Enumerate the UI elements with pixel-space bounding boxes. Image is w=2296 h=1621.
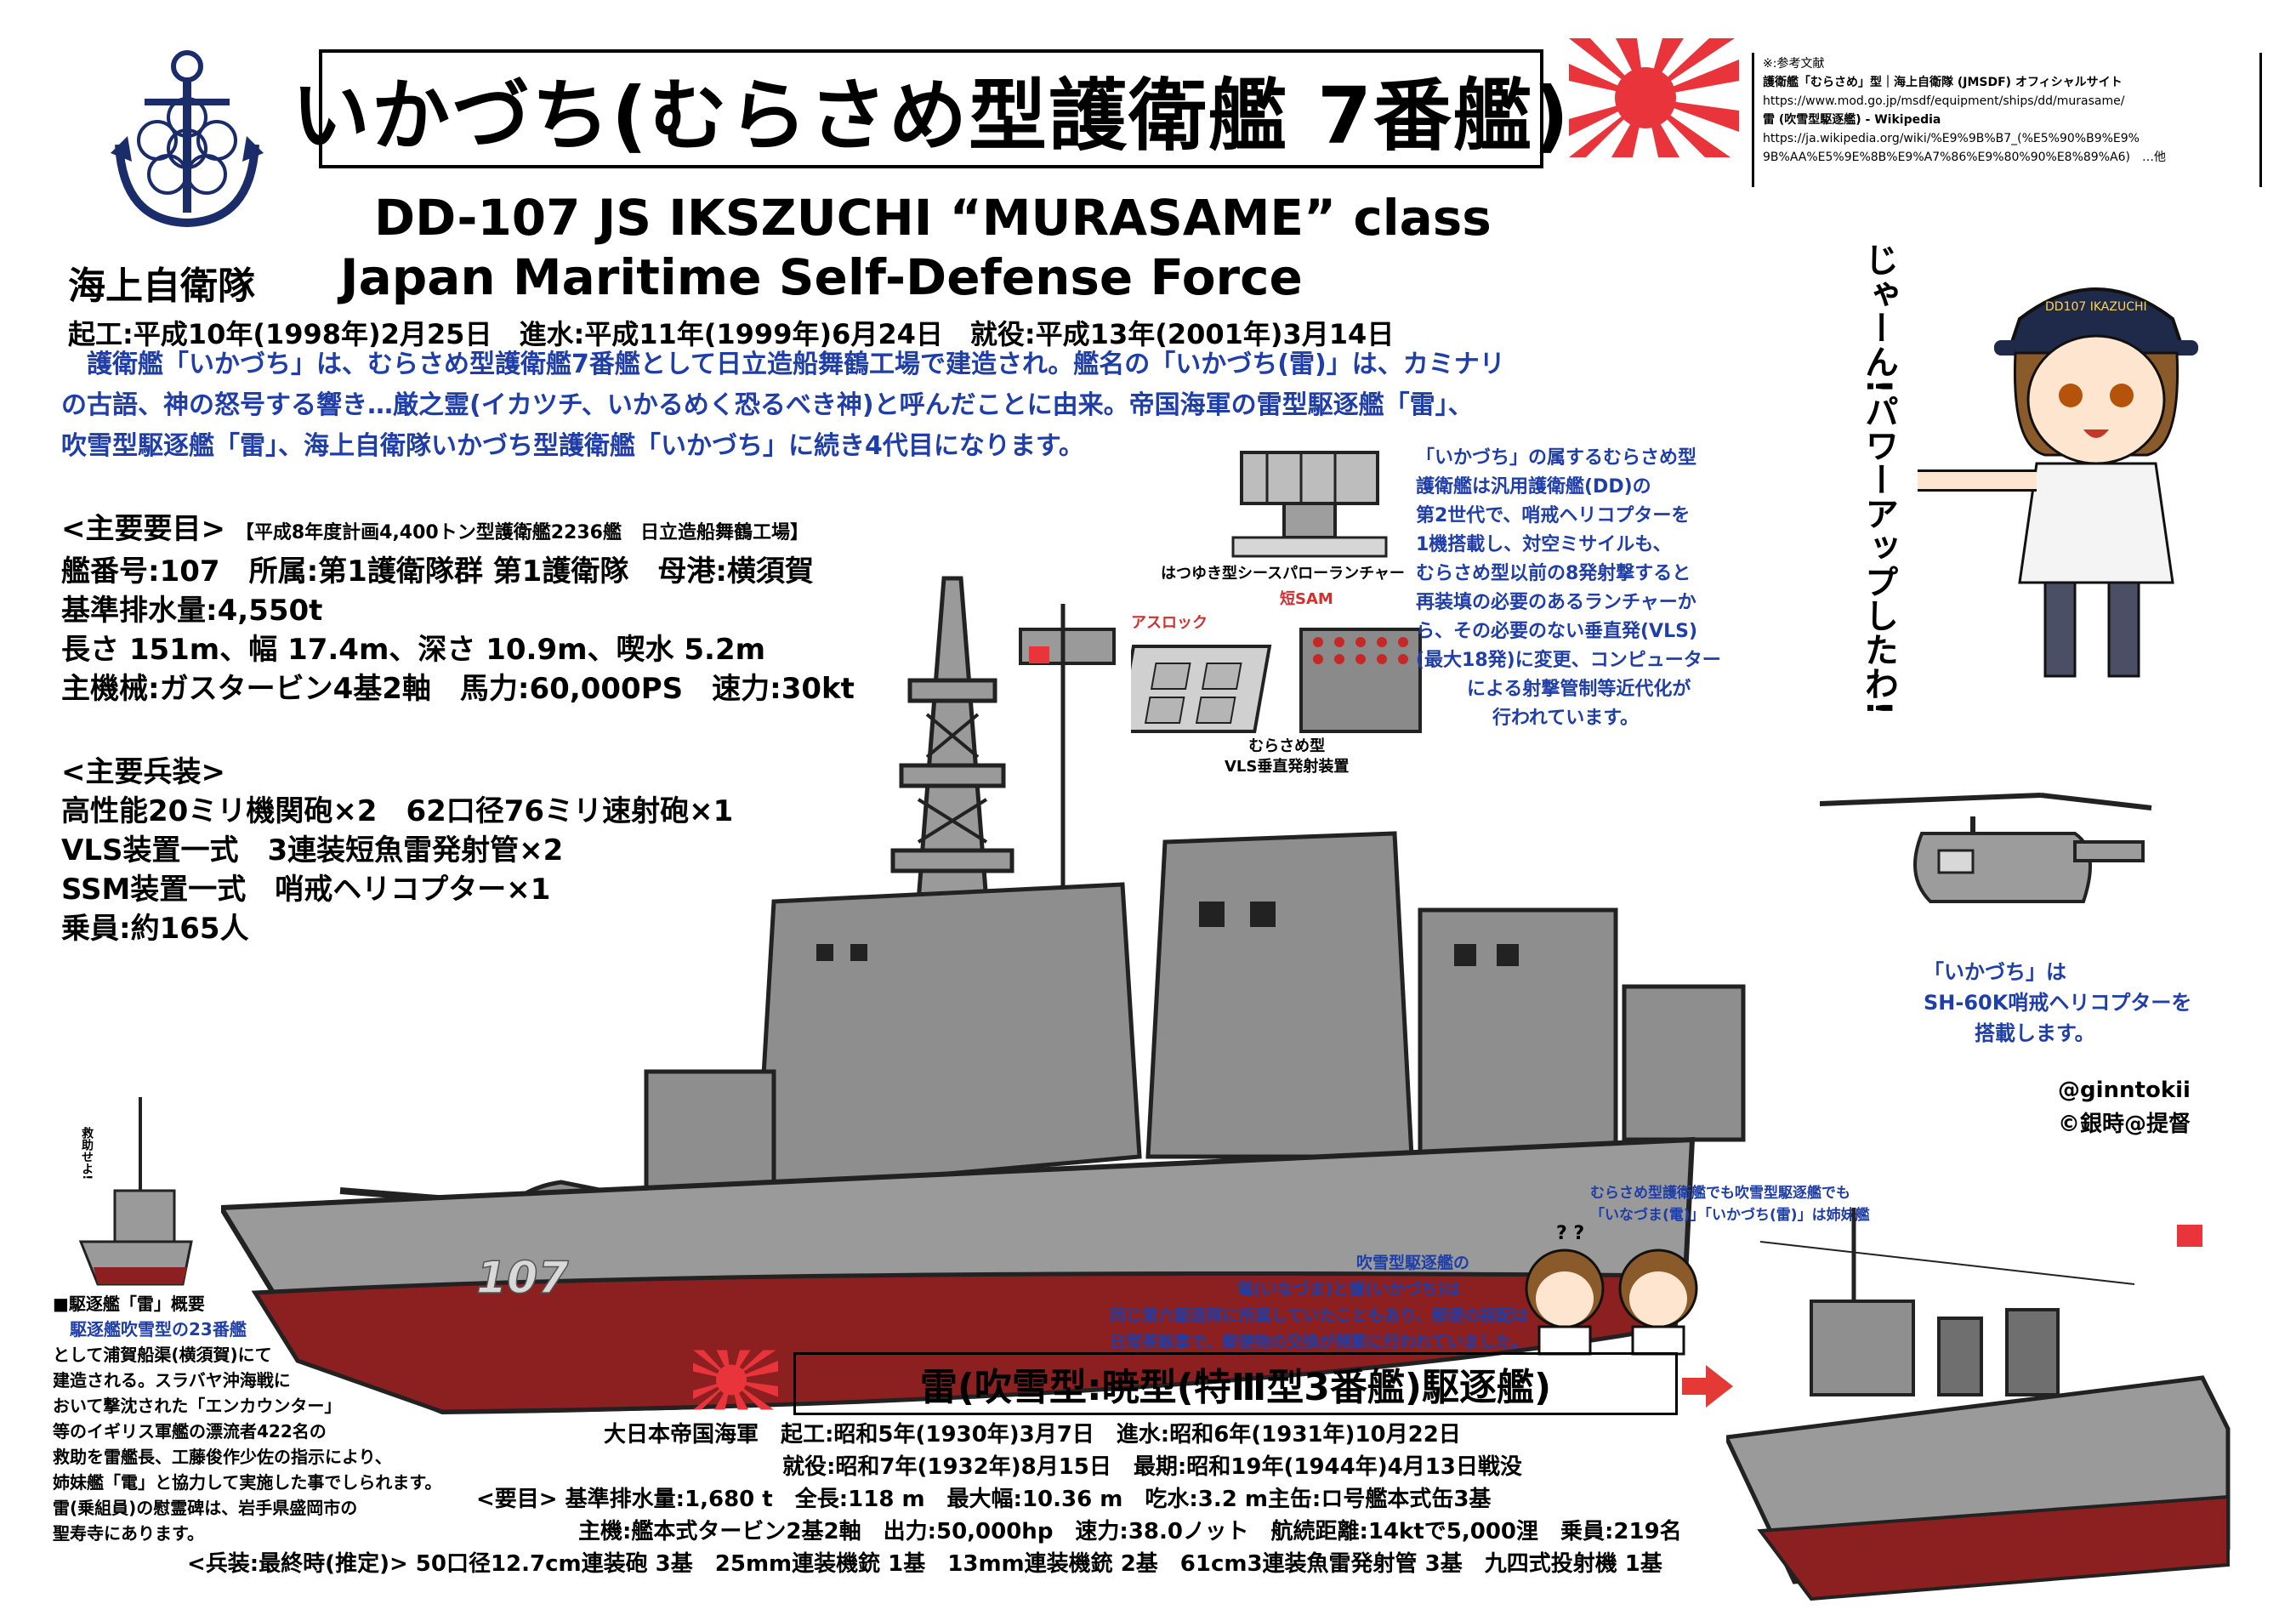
- intro-line: の古語、神の怒号する響き…厳之霊(イカツチ、いかるめく恐るべき神)と呼んだことに…: [61, 390, 1474, 420]
- vls-note-line: 「いかづち」の属するむらさめ型: [1416, 447, 1697, 469]
- post-note-line: 吹雪型駆逐艦の: [1356, 1254, 1470, 1272]
- vls-note-line: 行われています。: [1492, 708, 1640, 729]
- destroyer-specs: 大日本帝国海軍 起工:昭和5年(1930年)3月7日 進水:昭和6年(1931年…: [187, 1419, 1682, 1580]
- vls-note-line: ら、その必要のない垂直発(VLS): [1416, 621, 1697, 642]
- character-speech: じゃーん!パワーアップしたわ!: [1859, 242, 1898, 716]
- sister-note-line: 「いなづま(電)」「いかづち(雷)」は姉妹艦: [1590, 1207, 1870, 1224]
- sea-sparrow-launcher-illustration: [1231, 451, 1388, 558]
- overview-line: おいて撃沈された「エンカウンター」: [53, 1396, 342, 1416]
- specs-header: <主要要目>: [61, 512, 225, 546]
- weapon-line: SSM装置一式 哨戒ヘリコプター×1: [61, 873, 551, 907]
- chibi-inazuma-ikazuchi-illustration: [1525, 1248, 1698, 1356]
- destroyer-spec-line: <兵装:最終時(推定)> 50口径12.7cm連装砲 3基 25mm連装機銃 1…: [187, 1551, 1662, 1577]
- vls-caption-line: むらさめ型: [1248, 737, 1326, 755]
- rising-sun-flag-small: [693, 1350, 778, 1410]
- helicopter-note: 「いかづち」は SH-60K哨戒ヘリコプターを 搭載します。: [1924, 957, 2191, 1049]
- destroyer-spec-line: 大日本帝国海軍 起工:昭和5年(1930年)3月7日 進水:昭和6年(1931年…: [604, 1422, 1461, 1448]
- sister-note-line: むらさめ型護衛艦でも吹雪型駆逐艦でも: [1590, 1185, 1850, 1202]
- heli-note-line: 搭載します。: [1975, 1021, 2095, 1045]
- spec-line: 基準排水量:4,550t: [61, 594, 323, 628]
- references-box: ※:参考文献 護衛艦「むらさめ」型｜海上自衛隊 (JMSDF) オフィシャルサイ…: [1752, 53, 2262, 187]
- spec-line: 主機械:ガスタービン4基2軸 馬力:60,000PS 速力:30kt: [61, 672, 855, 706]
- small-ship-speech: 救助せよ!: [80, 1127, 94, 1180]
- jmsdf-anchor-emblem: [111, 50, 264, 228]
- vls-note-line: 1機搭載し、対空ミサイルも、: [1416, 534, 1672, 555]
- vls-caption: むらさめ型 VLS垂直発射装置: [1225, 737, 1349, 777]
- vls-note-line: むらさめ型以前の8発射撃すると: [1416, 563, 1691, 584]
- destroyer-spec-line: <要目> 基準排水量:1,680 t 全長:118 m 最大幅:10.36 m …: [476, 1487, 1492, 1512]
- mail-misdelivery-note: 吹雪型駆逐艦の 電(いなづま)と雷(いかづち)は 同じ第六駆逐隊に所属していたこ…: [1110, 1250, 1529, 1356]
- weapons-header: <主要兵装>: [61, 755, 225, 789]
- credit-copyright: ©銀時@提督: [2058, 1112, 2191, 1137]
- question-marks: ? ?: [1556, 1223, 1585, 1244]
- title-box: いかづち(むらさめ型護衛艦 7番艦): [292, 49, 1569, 168]
- vls-note-line: 護衛艦は汎用護衛艦(DD)の: [1416, 476, 1651, 498]
- reference-line: 9B%AA%E5%9E%8B%E9%A7%86%E9%80%90%E8%89%A…: [1763, 151, 2166, 164]
- vls-note-line: 第2世代で、哨戒ヘリコプターを: [1416, 505, 1691, 526]
- destroyer-title: 雷(吹雪型:暁型(特Ⅲ型3番艦)駆逐艦): [919, 1366, 1552, 1409]
- heli-note-line: 「いかづち」は: [1924, 960, 2066, 984]
- post-note-line: 電(いなづま)と雷(いかづち)は: [1237, 1280, 1461, 1299]
- org-jp: 海上自衛隊: [68, 264, 255, 308]
- page-title: いかづち(むらさめ型護衛艦 7番艦): [291, 70, 1571, 162]
- intro-paragraph: 護衛艦「いかづち」は、むらさめ型護衛艦7番艦として日立造船舞鶴工場で建造され。艦…: [61, 344, 1505, 467]
- small-destroyer-illustration: [78, 1097, 193, 1286]
- launcher-caption: はつゆき型シースパローランチャー: [1161, 565, 1405, 583]
- intro-line: 護衛艦「いかづち」は、むらさめ型護衛艦7番艦として日立造船舞鶴工場で建造され。艦…: [61, 350, 1505, 379]
- cap-text: DD107 IKAZUCHI: [2045, 300, 2147, 314]
- reference-line: 護衛艦「むらさめ」型｜海上自衛隊 (JMSDF) オフィシャルサイト: [1763, 76, 2123, 89]
- intro-line: 吹雪型駆逐艦「雷」、海上自衛隊いかづち型護衛艦「いかづち」に続き4代目になります…: [61, 431, 1084, 461]
- character-ikazuchi-illustration: DD107 IKAZUCHI: [1918, 287, 2198, 678]
- credit-handle: @ginntokii: [2058, 1078, 2191, 1103]
- sh60k-helicopter-illustration: [1820, 793, 2152, 903]
- references-header: ※:参考文献: [1763, 57, 1825, 71]
- spec-line: 艦番号:107 所属:第1護衛隊群 第1護衛隊 母港:横須賀: [61, 555, 814, 589]
- specs-header-note: 【平成8年度計画4,400トン型護衛艦2236艦 日立造船舞鶴工場】: [235, 522, 809, 543]
- rising-sun-flag: [1569, 38, 1739, 157]
- reference-line: https://ja.wikipedia.org/wiki/%E9%9B%B7_…: [1763, 132, 2140, 145]
- overview-line: 聖寿寺にあります。: [53, 1523, 204, 1544]
- destroyer-title-box: 雷(吹雪型:暁型(特Ⅲ型3番艦)駆逐艦): [793, 1352, 1678, 1415]
- spec-line: 長さ 151m、幅 17.4m、深さ 10.9m、喫水 5.2m: [61, 633, 766, 667]
- reference-line: 雷 (吹雪型駆逐艦) - Wikipedia: [1763, 113, 1941, 127]
- overview-line: 等のイギリス軍艦の漂流者422名の: [53, 1421, 327, 1442]
- vls-note: 「いかづち」の属するむらさめ型 護衛艦は汎用護衛艦(DD)の 第2世代で、哨戒ヘ…: [1416, 444, 1748, 733]
- org-en: Japan Maritime Self-Defense Force: [340, 248, 1303, 306]
- weapon-line: VLS装置一式 3連装短魚雷発射管×2: [61, 833, 564, 867]
- credit: @ginntokii ©銀時@提督: [2058, 1073, 2191, 1141]
- overview-line: 雷(乗組員)の慰霊碑は、岩手県盛岡市の: [53, 1498, 358, 1518]
- main-weapons: <主要兵装> 高性能20ミリ機関砲×2 62口径76ミリ速射砲×1 VLS装置一…: [61, 753, 733, 948]
- overview-line: 駆逐艦吹雪型の23番艦: [53, 1319, 247, 1339]
- post-note-line: 日常茶飯事で、郵便物の交換が頻繁に行われていました。: [1110, 1333, 1528, 1351]
- overview-line: 救助を雷艦長、工藤俊作少佐の指示により、: [53, 1447, 392, 1467]
- overview-line: 姉妹艦「電」と協力して実施した事でしられます。: [53, 1472, 442, 1493]
- arrow-right-icon: [1682, 1365, 1733, 1408]
- overview-header: ■駆逐艦「雷」概要: [53, 1294, 205, 1314]
- reference-line: https://www.mod.go.jp/msdf/equipment/shi…: [1763, 94, 2125, 108]
- destroyer-spec-line: 主機:艦本式タービン2基2軸 出力:50,000hp 速力:38.0ノット 航続…: [578, 1519, 1682, 1544]
- weapon-line: 乗員:約165人: [61, 912, 249, 946]
- weapon-line: 高性能20ミリ機関砲×2 62口径76ミリ速射砲×1: [61, 794, 734, 828]
- vls-note-line: 再装填の必要のあるランチャーか: [1416, 592, 1696, 613]
- vls-illustration: [1131, 628, 1422, 733]
- short-sam-label: 短SAM: [1280, 590, 1333, 608]
- build-dates: 起工:平成10年(1998年)2月25日 進水:平成11年(1999年)6月24…: [68, 318, 1395, 350]
- destroyer-spec-line: 就役:昭和7年(1932年)8月15日 最期:昭和19年(1944年)4月13日…: [782, 1454, 1522, 1480]
- english-subtitle: DD-107 JS IKSZUCHI “MURASAME” class: [374, 189, 1492, 247]
- heli-note-line: SH-60K哨戒ヘリコプターを: [1924, 991, 2192, 1015]
- post-note-line: 同じ第六駆逐隊に所属していたこともあり、郵便の誤配は: [1110, 1306, 1529, 1325]
- destroyer-ikazuchi-illustration: 107: [221, 576, 1746, 1415]
- overview-line: として浦賀船渠(横須賀)にて: [53, 1345, 272, 1365]
- destroyer-ikazuchi-wwii-illustration: [1726, 1208, 2231, 1601]
- vls-note-line: (最大18発)に変更、コンピューター: [1416, 650, 1721, 671]
- sister-ship-note: むらさめ型護衛艦でも吹雪型駆逐艦でも 「いなづま(電)」「いかづち(雷)」は姉妹…: [1590, 1182, 1870, 1226]
- overview-line: 建造される。スラバヤ沖海戦に: [53, 1370, 291, 1391]
- hull-number: 107: [476, 1253, 569, 1304]
- vls-caption-line: VLS垂直発射装置: [1225, 758, 1350, 776]
- asroc-label: アスロック: [1131, 614, 1208, 632]
- vls-note-line: による射撃管制等近代化が: [1467, 679, 1691, 700]
- main-specs: <主要要目> 【平成8年度計画4,400トン型護衛艦2236艦 日立造船舞鶴工場…: [61, 510, 855, 708]
- destroyer-ikazuchi-overview: ■駆逐艦「雷」概要 駆逐艦吹雪型の23番艦 として浦賀船渠(横須賀)にて 建造さ…: [53, 1291, 441, 1546]
